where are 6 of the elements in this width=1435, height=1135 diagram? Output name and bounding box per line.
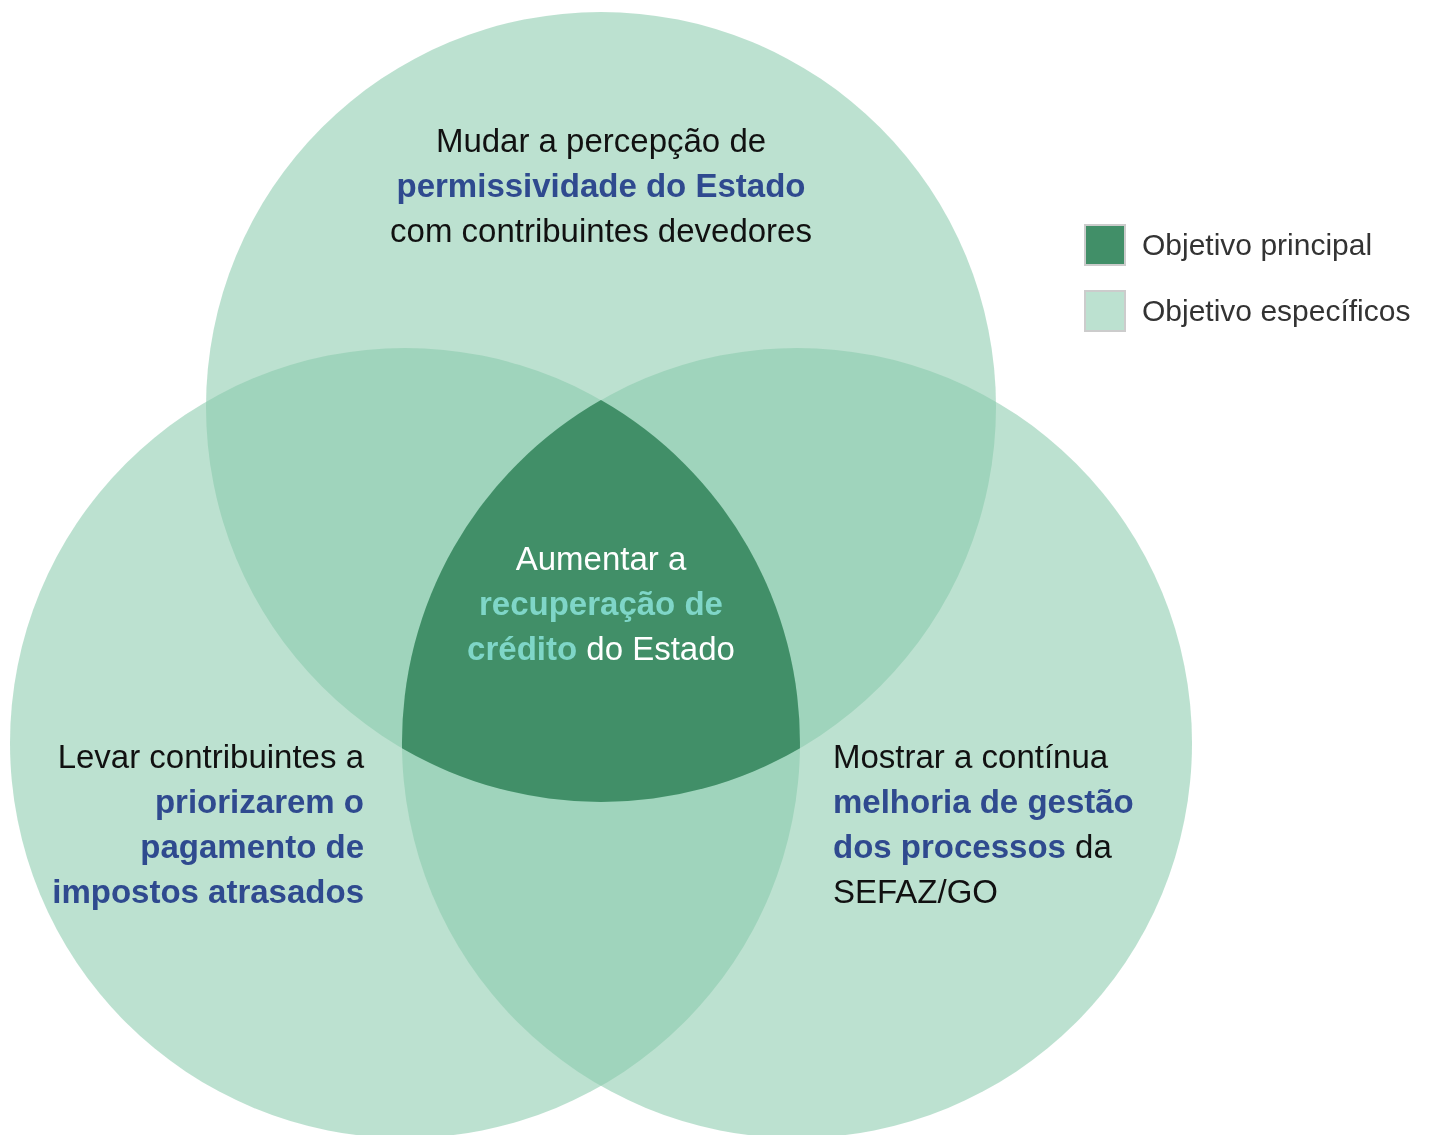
objective-text: Mostrar a contínua melhoria de gestão dos processos da SEFAZ/GO [833, 737, 1135, 912]
legend-label: Objetivo específicos [1142, 294, 1411, 328]
objective-text: Levar contribuintes a priorizarem o pagamento de impostos atrasados [51, 737, 364, 912]
objective-text: Mudar a percepção de permissividade do Estado com contribuintes devedores [389, 121, 813, 251]
legend-label: Objetivo principal [1142, 228, 1373, 262]
objective-text: Aumentar a recuperação de crédito do Estado [466, 539, 736, 669]
